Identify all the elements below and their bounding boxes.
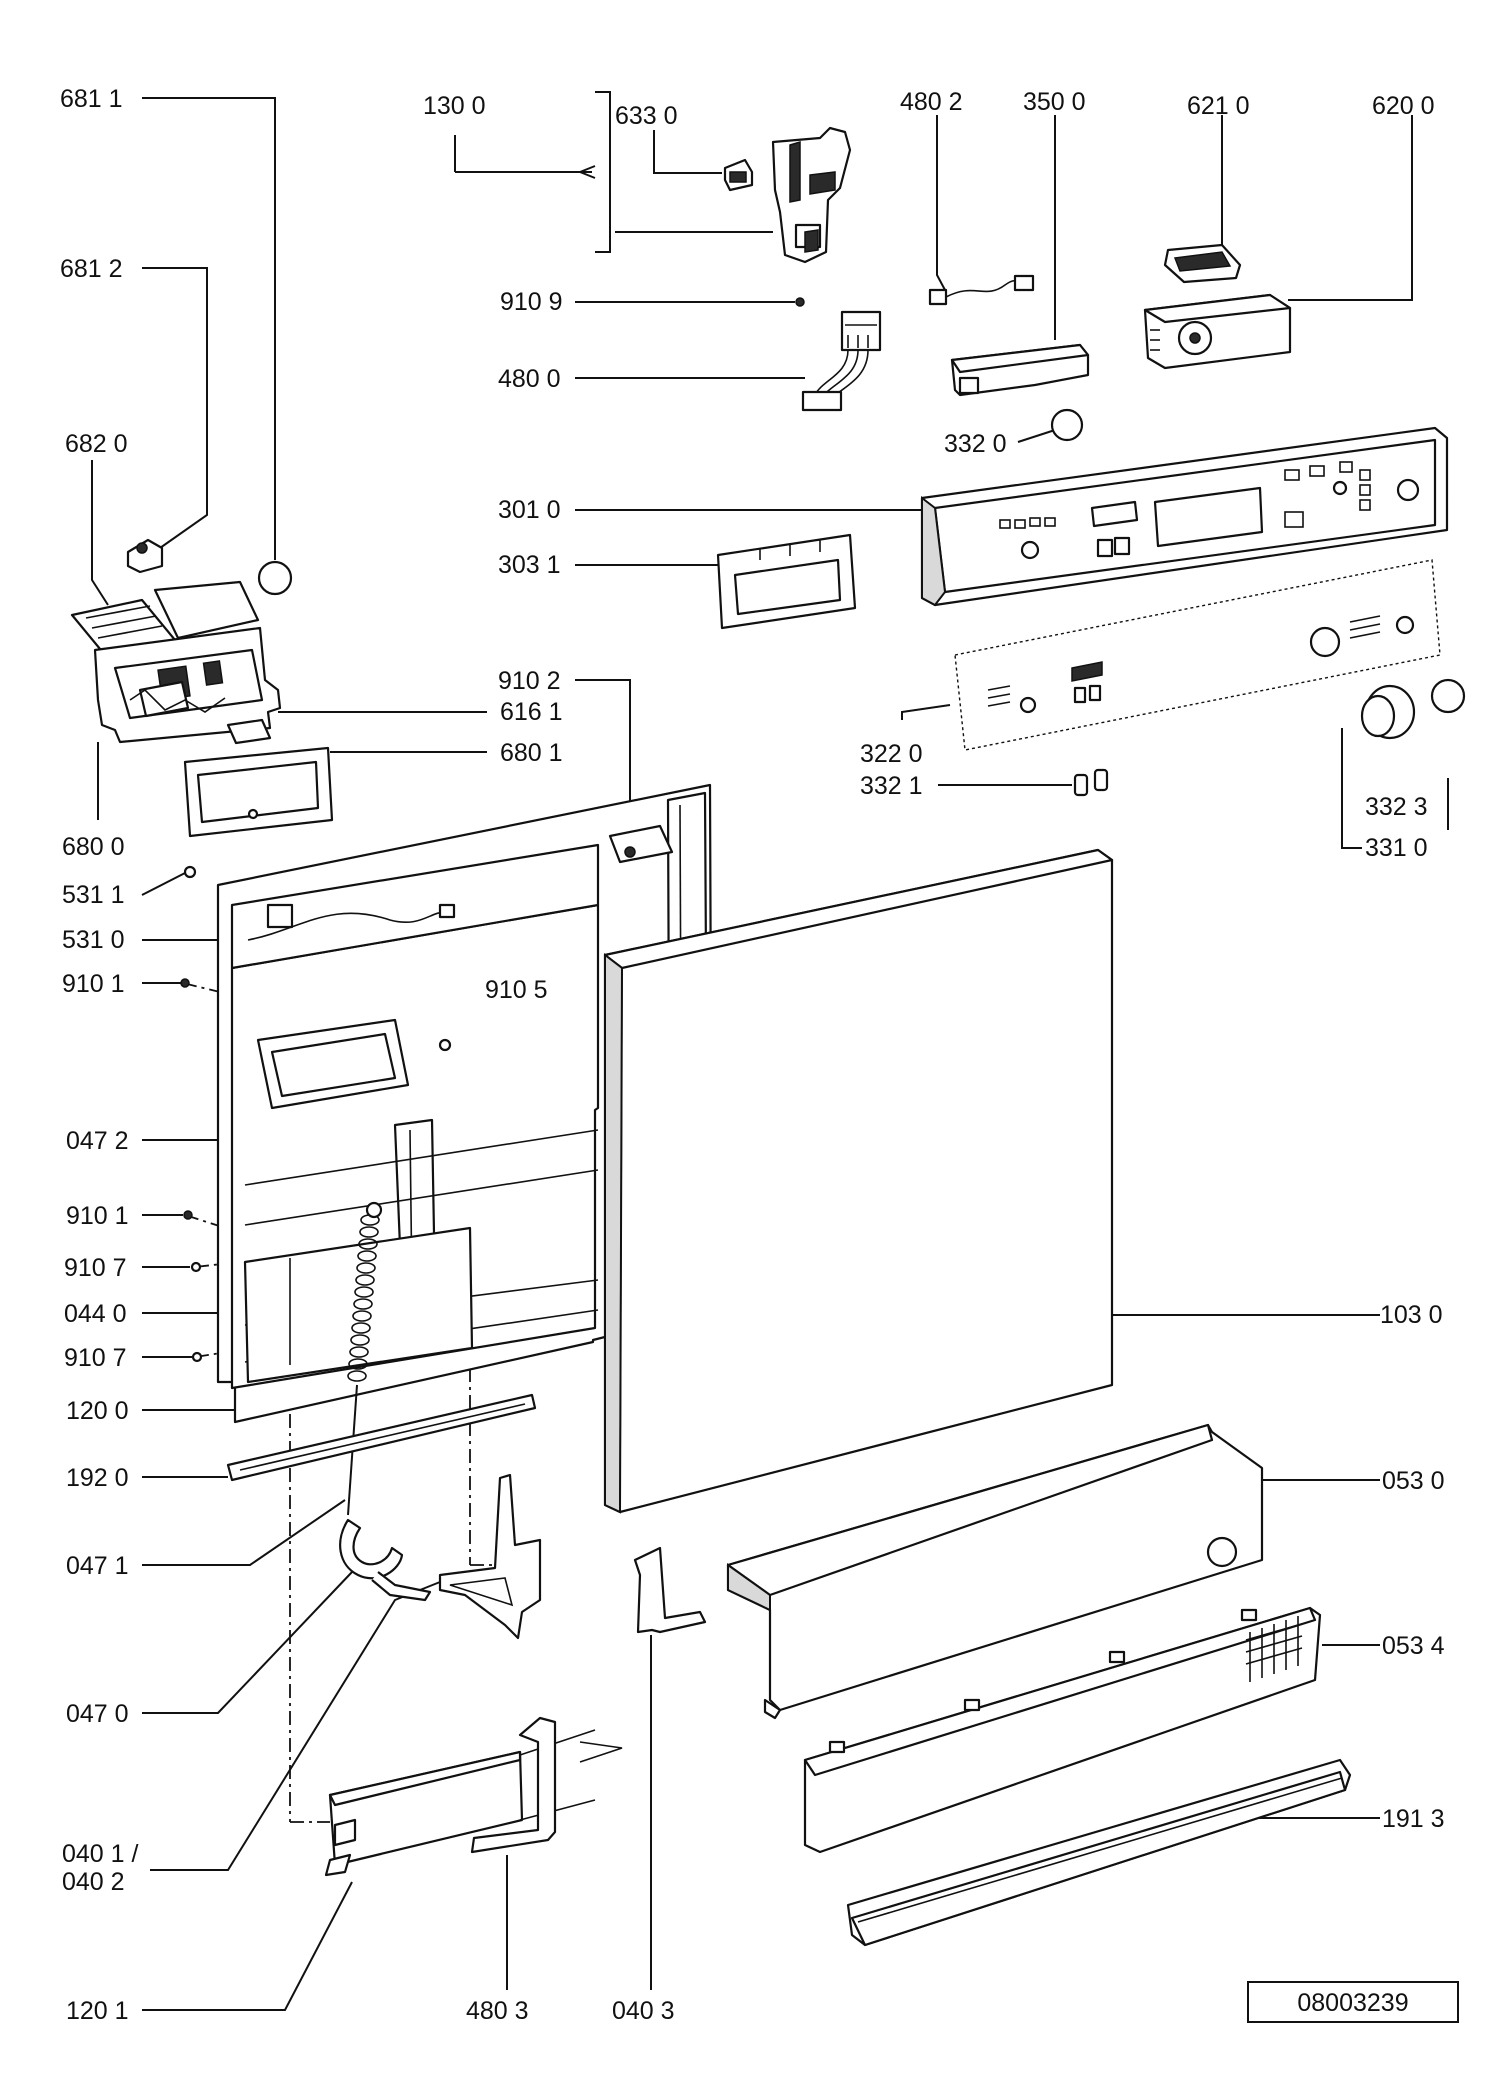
part-label: 682 0 bbox=[65, 430, 128, 458]
part-label: 332 0 bbox=[944, 430, 1007, 458]
leader-lines bbox=[91, 91, 1449, 2011]
part-label: 332 3 bbox=[1365, 793, 1428, 821]
part-label: 680 0 bbox=[62, 833, 125, 861]
detergent-dispenser bbox=[70, 538, 334, 838]
part-label: 350 0 bbox=[1023, 88, 1086, 116]
part-labels: 681 1 681 2 682 0 680 0 531 1 531 0 910 … bbox=[60, 85, 1445, 2025]
part-label: 040 2 bbox=[62, 1868, 125, 1896]
drawing-number: 08003239 bbox=[1297, 1989, 1408, 2017]
part-label: 633 0 bbox=[615, 102, 678, 130]
door-spring bbox=[347, 1214, 380, 1382]
lower-brackets bbox=[324, 1546, 707, 1877]
drawing-number-box: 08003239 bbox=[1247, 1981, 1459, 2023]
part-label: 480 0 bbox=[498, 365, 561, 393]
part-label: 103 0 bbox=[1380, 1301, 1443, 1329]
front-trim bbox=[726, 1423, 1352, 1947]
part-label: 910 1 bbox=[62, 970, 125, 998]
part-label: 301 0 bbox=[498, 496, 561, 524]
control-panel bbox=[716, 426, 1466, 797]
top-switches-and-wiring bbox=[723, 126, 1292, 442]
part-label: 047 1 bbox=[66, 1552, 129, 1580]
part-label: 120 1 bbox=[66, 1997, 129, 2025]
part-label: 130 0 bbox=[423, 92, 486, 120]
part-label: 053 0 bbox=[1382, 1467, 1445, 1495]
outer-door-panel bbox=[603, 848, 1114, 1514]
part-label: 322 0 bbox=[860, 740, 923, 768]
part-label: 910 5 bbox=[485, 976, 548, 1004]
part-label: 192 0 bbox=[66, 1464, 129, 1492]
part-label: 910 7 bbox=[64, 1344, 127, 1372]
part-label: 303 1 bbox=[498, 551, 561, 579]
screws bbox=[180, 865, 203, 1363]
part-label: 910 2 bbox=[498, 667, 561, 695]
part-label: 910 9 bbox=[500, 288, 563, 316]
part-label: 040 3 bbox=[612, 1997, 675, 2025]
part-label: 910 1 bbox=[66, 1202, 129, 1230]
part-label: 616 1 bbox=[500, 698, 563, 726]
part-label: 620 0 bbox=[1372, 92, 1435, 120]
part-label: 332 1 bbox=[860, 772, 923, 800]
part-label: 047 0 bbox=[66, 1700, 129, 1728]
part-label: 680 1 bbox=[500, 739, 563, 767]
part-label: 044 0 bbox=[64, 1300, 127, 1328]
part-label: 480 3 bbox=[466, 1997, 529, 2025]
part-label: 681 2 bbox=[60, 255, 123, 283]
part-label: 047 2 bbox=[66, 1127, 129, 1155]
part-label: 331 0 bbox=[1365, 834, 1428, 862]
part-label: 120 0 bbox=[66, 1397, 129, 1425]
part-label: 531 1 bbox=[62, 881, 125, 909]
part-label: 621 0 bbox=[1187, 92, 1250, 120]
part-label: 910 7 bbox=[64, 1254, 127, 1282]
part-label: 531 0 bbox=[62, 926, 125, 954]
part-label: 040 1 / bbox=[62, 1840, 139, 1868]
part-label: 681 1 bbox=[60, 85, 123, 113]
part-label: 191 3 bbox=[1382, 1805, 1445, 1833]
part-label: 480 2 bbox=[900, 88, 963, 116]
part-label: 053 4 bbox=[1382, 1632, 1445, 1660]
